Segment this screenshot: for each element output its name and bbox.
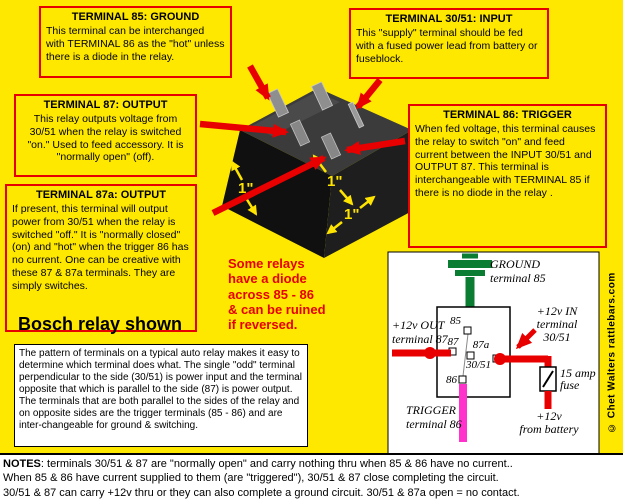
notes-line-1: NOTES: terminals 30/51 & 87 are "normall… — [3, 457, 620, 471]
notes-line-1-text: : terminals 30/51 & 87 are "normally ope… — [40, 458, 513, 470]
fuse-label-2: fuse — [560, 378, 580, 392]
explanation-box: The pattern of terminals on a typical au… — [14, 344, 308, 447]
battery-label-2: from battery — [519, 422, 579, 436]
callout-arrows — [199, 64, 406, 216]
in-label: +12v IN — [537, 304, 578, 318]
callout-terminal-86-body: When fed voltage, this terminal causes t… — [415, 123, 596, 199]
terminal-blade-87 — [289, 119, 311, 147]
relay-schematic-box — [436, 306, 511, 398]
battery-label-1: +12v — [536, 409, 562, 423]
junction-87 — [424, 347, 436, 359]
fuse-symbol — [539, 366, 557, 392]
callout-terminal-86: TERMINAL 86: TRIGGER When fed voltage, t… — [408, 104, 607, 248]
dimension-middle-label: 1" — [327, 173, 342, 190]
arrow-12v-in — [515, 328, 537, 350]
dimension-bottom-label: 1" — [344, 206, 359, 223]
relay-photo: 1" 1" 1" — [222, 81, 414, 258]
arrow-terminal-3051 — [355, 77, 383, 110]
pin-3051-label: 30/51 — [465, 359, 491, 371]
callout-terminal-87: TERMINAL 87: OUTPUT This relay outputs v… — [14, 94, 197, 177]
terminal-blade-3051-edge — [347, 101, 365, 129]
callout-terminal-85: TERMINAL 85: GROUND This terminal can be… — [39, 6, 232, 78]
pin-86 — [458, 375, 467, 384]
notes-section: NOTES: terminals 30/51 & 87 are "normall… — [0, 453, 623, 502]
callout-terminal-87a-title: TERMINAL 87a: OUTPUT — [36, 189, 166, 201]
notes-line-2: When 85 & 86 have current supplied to th… — [3, 472, 499, 485]
fuse-label-1: 15 amp — [560, 366, 596, 380]
ground-symbol — [448, 253, 492, 330]
callout-terminal-85-body: This terminal can be interchanged with T… — [46, 25, 225, 63]
callout-terminal-87a: TERMINAL 87a: OUTPUT If present, this te… — [5, 184, 197, 332]
callout-terminal-3051-body: This "supply" terminal should be fed wit… — [356, 27, 538, 65]
out-terminal-label: terminal 87 — [392, 332, 449, 346]
pin-87-label: 87 — [448, 336, 460, 348]
ground-terminal-label: terminal 85 — [490, 271, 546, 285]
arrow-terminal-87 — [199, 120, 289, 138]
out-label: +12v OUT — [392, 318, 446, 332]
pin-85 — [463, 326, 472, 335]
dimension-left — [230, 160, 258, 216]
dimension-middle — [312, 154, 354, 206]
credit-text: © Chet Walters rattlebars.com — [606, 272, 618, 434]
relay-top-highlight — [252, 92, 340, 136]
in-terminal-label-2: 30/51 — [542, 330, 570, 344]
bosch-caption: Bosch relay shown — [18, 314, 183, 334]
callout-terminal-86-title: TERMINAL 86: TRIGGER — [443, 109, 572, 121]
junction-3051 — [494, 353, 506, 365]
callout-terminal-3051: TERMINAL 30/51: INPUT This "supply" term… — [349, 8, 549, 79]
pin-86-label: 86 — [446, 374, 458, 386]
pin-3051 — [492, 354, 501, 363]
callout-terminal-85-title: TERMINAL 85: GROUND — [71, 11, 200, 23]
arrow-terminal-87a — [211, 155, 327, 216]
pin-87 — [448, 347, 457, 356]
trigger-label: TRIGGER — [406, 403, 457, 417]
terminal-blade-top — [310, 81, 334, 111]
callout-terminal-3051-title: TERMINAL 30/51: INPUT — [385, 13, 513, 25]
arrow-terminal-86 — [344, 137, 406, 155]
coil-line — [462, 333, 469, 377]
schematic-panel: GROUND terminal 85 85 87 87a 86 30/51 +1… — [387, 251, 600, 456]
dimension-left-label: 1" — [238, 180, 253, 197]
relay-front-face — [222, 130, 332, 258]
pin-87a-label: 87a — [473, 339, 490, 351]
fuse-element — [542, 370, 554, 388]
terminal-blade-85 — [266, 88, 290, 118]
schematic-background — [387, 251, 600, 456]
ground-label: GROUND — [490, 257, 540, 271]
callout-terminal-87-body: This relay outputs voltage from 30/51 wh… — [27, 113, 184, 164]
callout-terminal-87a-body: If present, this terminal will output po… — [12, 203, 189, 292]
notes-line-3: 30/51 & 87 can carry +12v thru or they c… — [3, 486, 520, 499]
arrow-terminal-85 — [247, 64, 271, 101]
callout-terminal-87-title: TERMINAL 87: OUTPUT — [43, 99, 168, 111]
relay-top-face — [240, 88, 412, 176]
pin-87a — [466, 351, 475, 360]
pin-85-label: 85 — [450, 315, 462, 327]
relay-right-face — [324, 130, 414, 258]
terminal-blade-center — [320, 132, 342, 160]
trigger-terminal-label: terminal 86 — [406, 417, 462, 431]
dimension-bottom — [326, 195, 376, 235]
diode-warning-text: Some relays have a diode across 85 - 86 … — [228, 256, 326, 333]
in-terminal-label-1: terminal — [537, 317, 578, 331]
notes-label: NOTES — [3, 458, 41, 470]
